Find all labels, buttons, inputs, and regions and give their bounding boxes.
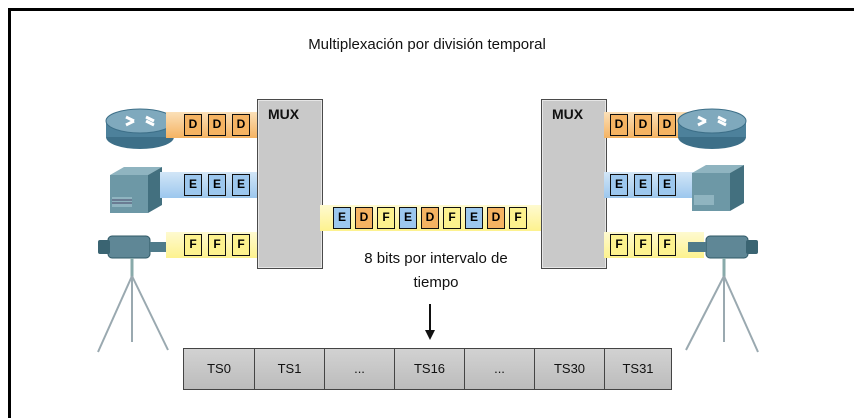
caption-line-1: 8 bits por intervalo de	[364, 250, 508, 267]
mux-cell-6: E	[465, 207, 483, 229]
mux-cell-4: D	[421, 207, 439, 229]
left-cell-server-2: E	[232, 174, 250, 196]
left-cell-router-1: D	[208, 114, 226, 136]
diagram-title: Multiplexación por división temporal	[308, 36, 546, 53]
mux-cell-2: F	[377, 207, 395, 229]
mux-right-label: MUX	[552, 106, 584, 122]
right-cell-camera-1: F	[634, 234, 652, 256]
caption-line-2: tiempo	[413, 274, 459, 291]
right-cell-router-1: D	[634, 114, 652, 136]
left-cell-server-1: E	[208, 174, 226, 196]
time-slot: ...	[325, 349, 395, 389]
diagram-frame	[8, 8, 854, 418]
mux-cell-7: D	[487, 207, 505, 229]
time-slot: TS16	[395, 349, 465, 389]
right-cell-server-2: E	[658, 174, 676, 196]
right-cell-camera-0: F	[610, 234, 628, 256]
left-cell-camera-1: F	[208, 234, 226, 256]
right-cell-router-0: D	[610, 114, 628, 136]
time-slot: TS1	[255, 349, 325, 389]
server-icon-right	[692, 165, 744, 211]
time-slot: TS30	[535, 349, 605, 389]
server-icon-left	[110, 167, 162, 213]
mux-cell-5: F	[443, 207, 461, 229]
left-cell-server-0: E	[184, 174, 202, 196]
right-cell-router-2: D	[658, 114, 676, 136]
right-cell-server-0: E	[610, 174, 628, 196]
left-cell-camera-0: F	[184, 234, 202, 256]
video-camera-icon-right	[685, 235, 759, 353]
mux-left-label: MUX	[268, 106, 300, 122]
right-cell-server-1: E	[634, 174, 652, 196]
time-slot: ...	[465, 349, 535, 389]
time-slot: TS31	[605, 349, 671, 389]
mux-left	[257, 99, 323, 269]
mux-cell-0: E	[333, 207, 351, 229]
router-icon-right	[677, 108, 747, 149]
right-cell-camera-2: F	[658, 234, 676, 256]
down-arrow-icon	[425, 304, 435, 340]
time-slot-bar: TS0 TS1 ... TS16 ... TS30 TS31	[183, 348, 672, 390]
router-icon-left	[105, 108, 175, 149]
left-cell-router-0: D	[184, 114, 202, 136]
left-cell-router-2: D	[232, 114, 250, 136]
video-camera-icon-left	[97, 235, 169, 353]
mux-cell-1: D	[355, 207, 373, 229]
mux-right	[541, 99, 607, 269]
time-slot: TS0	[184, 349, 255, 389]
mux-cell-3: E	[399, 207, 417, 229]
left-cell-camera-2: F	[232, 234, 250, 256]
mux-cell-8: F	[509, 207, 527, 229]
